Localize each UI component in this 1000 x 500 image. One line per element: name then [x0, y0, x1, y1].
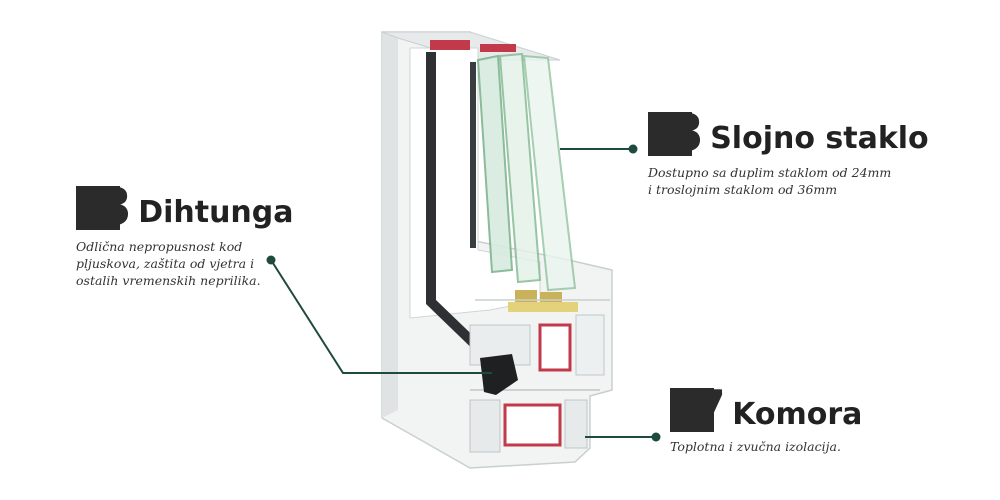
seal-description: Odlična nepropusnost kod pljuskova, zašt…: [76, 239, 261, 288]
window-profile-illustration: [381, 31, 613, 469]
chamber-details: [469, 299, 610, 453]
chambers-number-badge: 7: [670, 380, 727, 440]
glass-number-badge: 3: [648, 104, 705, 164]
seal-title: Dihtunga: [138, 195, 294, 230]
glass-leader-dot: [628, 144, 638, 154]
chambers-number: 7: [690, 380, 727, 440]
glass-number: 3: [668, 104, 705, 164]
chambers-leader-dot: [651, 432, 661, 442]
chambers-callout: 7 Komora Toplotna i zvučna izolacija.: [670, 380, 863, 455]
glass-callout: 3 Slojno staklo Dostupno sa duplim stakl…: [648, 104, 929, 198]
chambers-title: Komora: [732, 397, 863, 432]
seal-leader-dot: [266, 255, 276, 265]
glass-title: Slojno staklo: [710, 121, 929, 156]
seal-number-badge: 3: [76, 178, 133, 238]
seal-callout: 3 Dihtunga Odlična nepropusnost kod plju…: [76, 178, 294, 289]
glass-description: Dostupno sa duplim staklom od 24mm i tro…: [648, 165, 892, 197]
seal-number: 3: [96, 178, 133, 238]
leader-lines: [266, 144, 661, 442]
seal-leader-line: [270, 259, 492, 374]
chambers-description: Toplotna i zvučna izolacija.: [670, 439, 841, 454]
